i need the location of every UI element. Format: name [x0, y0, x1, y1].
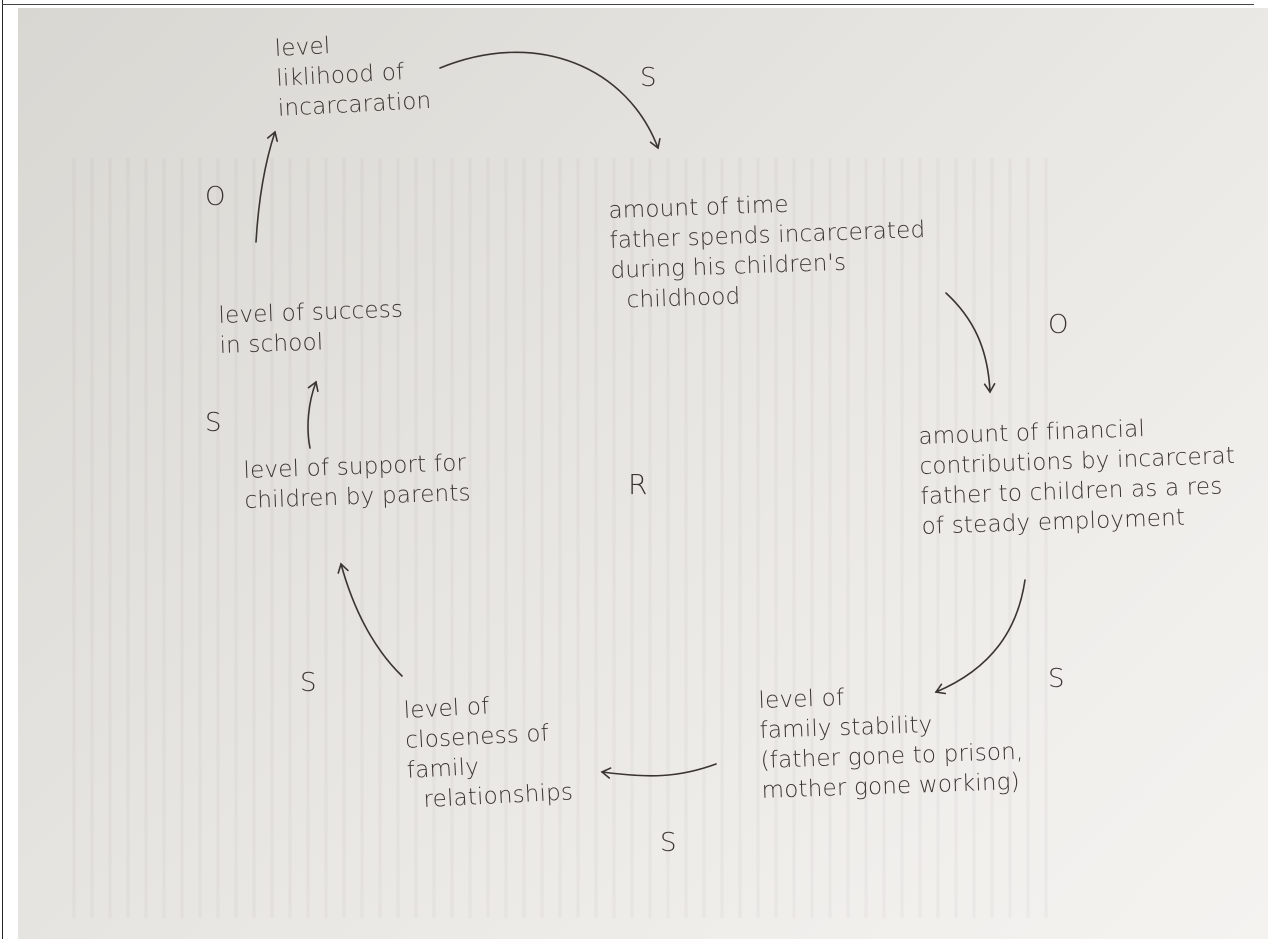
arrow-time-to-financial: [945, 292, 996, 394]
polarity-school-to-incarceration: O: [205, 182, 226, 212]
node-incarceration-likelihood: level liklihood of incarcaration: [274, 33, 433, 122]
paper-bleed-through-text: [58, 158, 1058, 918]
node-family-closeness: level of closeness of family relationshi…: [403, 693, 574, 814]
arrow-stability-to-closeness: [600, 763, 717, 779]
polarity-financial-to-stability: S: [1048, 664, 1065, 694]
paper-sheet: level liklihood of incarcaration amount …: [18, 8, 1268, 939]
polarity-stability-to-closeness: S: [660, 828, 677, 858]
node-time-incarcerated: amount of time father spends incarcerate…: [608, 191, 926, 314]
polarity-closeness-to-support: S: [300, 668, 317, 698]
polarity-time-to-financial: O: [1048, 310, 1069, 340]
arrow-closeness-to-support: [337, 562, 403, 677]
node-parental-support: level of support for children by parents: [243, 450, 472, 514]
frame-border-left: [2, 0, 3, 939]
causal-loop-arrows: [255, 51, 1026, 779]
polarity-support-to-school: S: [205, 408, 222, 438]
node-financial-contributions: amount of financial contributions by inc…: [918, 416, 1236, 540]
arrow-incarceration-to-time: [439, 51, 661, 150]
arrow-support-to-school: [307, 380, 319, 449]
node-school-success: level of success in school: [218, 296, 404, 359]
loop-type-label: R: [628, 468, 648, 501]
polarity-incarceration-to-time: S: [640, 63, 657, 93]
node-family-stability: level of family stability (father gone t…: [758, 685, 1024, 804]
arrow-school-to-incarceration: [255, 130, 279, 243]
arrow-financial-to-stability: [934, 579, 1026, 695]
frame-border-top: [2, 4, 1254, 5]
